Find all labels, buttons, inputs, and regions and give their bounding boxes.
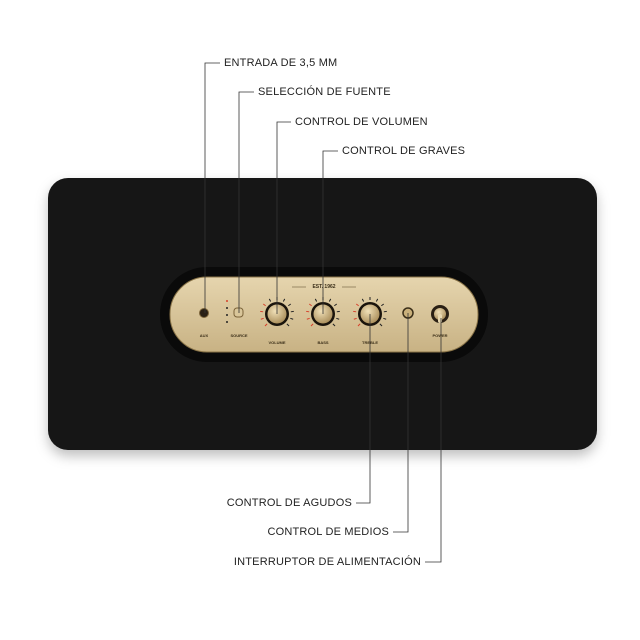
knob-tick: [288, 303, 292, 307]
knob-tick: [306, 317, 310, 320]
knob-tick: [314, 298, 318, 302]
knob-tick: [282, 298, 286, 302]
aux-jack[interactable]: [199, 308, 209, 318]
power-switch[interactable]: [431, 305, 449, 323]
knob-tick: [357, 323, 361, 327]
knob-tick: [375, 298, 379, 302]
knob-tick: [260, 317, 264, 320]
callout-treble: CONTROL DE AGUDOS: [226, 497, 352, 509]
knob-tick: [310, 323, 314, 327]
callout-volume: CONTROL DE VOLUMEN: [295, 116, 428, 128]
knob-tick: [308, 303, 312, 307]
knob-tick: [379, 323, 383, 327]
callout-bass: CONTROL DE GRAVES: [342, 145, 466, 157]
callout-aux-input: ENTRADA DE 3,5 MM: [224, 57, 338, 69]
panel-aux-label: AUX: [199, 333, 209, 338]
panel-power-label: POWER: [432, 333, 448, 338]
knob-tick: [264, 323, 268, 327]
source-button[interactable]: [233, 307, 244, 318]
callout-power: INTERRUPTOR DE ALIMENTACIÓN: [233, 556, 421, 568]
panel-est: EST. 1962: [312, 284, 336, 290]
knob-tick: [290, 317, 294, 320]
knob-tick: [383, 317, 387, 320]
knob-tick: [334, 303, 338, 307]
knob-tick: [262, 303, 266, 307]
knob-tick: [332, 323, 336, 327]
knob-tick: [336, 317, 340, 320]
panel-bass-label: BASS: [317, 340, 329, 345]
callout-lines: [204, 62, 442, 563]
knob-tick: [268, 298, 272, 302]
knob-tick: [286, 323, 290, 327]
callout-source-select: SELECCIÓN DE FUENTE: [258, 86, 391, 98]
knob-tick: [328, 298, 332, 302]
callout-mid: CONTROL DE MEDIOS: [267, 526, 389, 538]
knob-tick: [355, 303, 359, 307]
knob-tick: [361, 298, 365, 302]
panel-treble-label: TREBLE: [362, 340, 378, 345]
panel-source-label: SOURCE: [230, 333, 248, 338]
knob-tick: [381, 303, 385, 307]
panel-volume-label: VOLUME: [268, 340, 286, 345]
knob-tick: [353, 317, 357, 320]
